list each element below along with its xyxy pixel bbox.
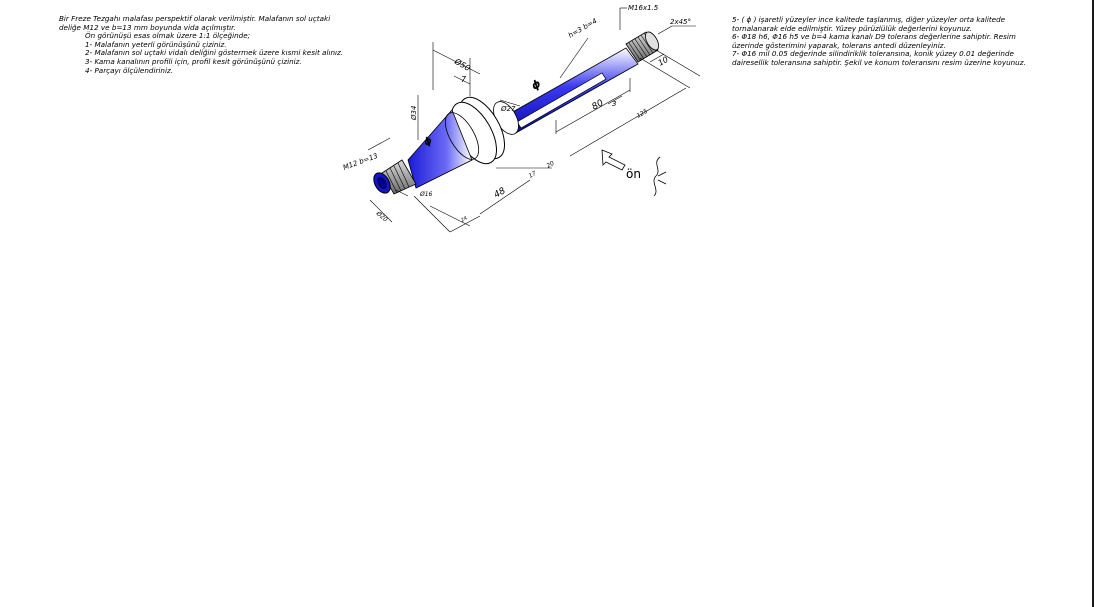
page-border <box>1092 0 1094 607</box>
note-7-line-2: dairesellik toleransına sahiptir. Şekil … <box>732 57 1026 67</box>
dim-d27: Ø27 <box>500 105 516 113</box>
intro-line-1: Bir Freze Tezgahı malafası perspektif ol… <box>59 14 331 23</box>
task-item-2: 2- Malafanın sol uçtaki vidalı deliğini … <box>85 48 344 58</box>
view-direction-arrow <box>601 149 626 171</box>
task-instructions: Bir Freze Tezgahı malafası perspektif ol… <box>59 14 344 75</box>
left-bore-inner <box>377 177 387 189</box>
dim-fortyeight: 48 <box>493 186 508 201</box>
right-end-face <box>644 31 660 51</box>
arbor-perspective-drawing: M16x1.5 2x45° h=3 b=4 Ø50 Ø27 7 Ø34 10 3… <box>342 4 701 233</box>
dim-ten: 10 <box>657 55 670 68</box>
dim-d34: Ø34 <box>410 106 418 121</box>
view-label: ön <box>626 167 641 181</box>
dim-seven: 7 <box>461 75 467 84</box>
dim-d50: Ø50 <box>452 56 472 73</box>
note-5-line-1: 5- ( ɸ ) işaretli yüzeyler ince kalitede… <box>732 15 1006 24</box>
dim-eighty: 80 <box>591 98 606 113</box>
dim-total: 125 <box>636 108 650 120</box>
viewer-eye-icon <box>653 156 661 197</box>
task-item-1: 1- Malafanın yeterli görünüşünü çiziniz. <box>85 39 227 49</box>
viewer-eye-mark <box>657 171 667 185</box>
task-header: Ön görünüşü esas olmak üzere 1:1 ölçeğin… <box>85 31 251 41</box>
dim-seventeen: 17 <box>528 170 538 180</box>
note-6-line-2: üzerinde gösterimini yaparak, tolerans a… <box>732 40 946 50</box>
dim-chamfer: 2x45° <box>670 18 691 26</box>
tolerance-notes: 5- ( ɸ ) işaretli yüzeyler ince kalitede… <box>732 15 1026 68</box>
dim-thread-right: M16x1.5 <box>628 4 659 12</box>
dim-twenty: 20 <box>546 160 556 170</box>
dim-d20: Ø20 <box>374 210 389 224</box>
note-5-line-2: tornalanarak elde edilmiştir. Yüzey pürü… <box>732 23 973 33</box>
note-7-line-1: 7- Φ16 mil 0.05 değerinde silindiriklik … <box>732 49 1014 59</box>
cone-base <box>444 112 480 160</box>
shaft-body <box>373 31 660 195</box>
dim-keyway: h=3 b=4 <box>567 17 598 40</box>
intro-line-2: deliğe M12 ve b=13 mm boyunda vida açılm… <box>59 22 236 32</box>
dim-twentyfour: 24 <box>460 215 469 223</box>
dim-thread-left: M12 b=13 <box>342 152 379 172</box>
dimension-lines <box>367 7 701 233</box>
task-item-3: 3- Kama kanalının profili için, profil k… <box>85 56 302 66</box>
grind-mark-shaft: ɸ <box>529 77 543 93</box>
note-6-line-1: 6- Φ18 h6, Φ16 h5 ve b=4 kama kanalı D9 … <box>732 32 1016 42</box>
dim-d16: Ø16 <box>419 191 433 198</box>
keyway-slot <box>516 72 607 129</box>
left-thread-lines <box>385 162 410 194</box>
dim-three: 3 <box>612 100 616 108</box>
task-item-4: 4- Parçayı ölçülendiriniz. <box>85 65 174 75</box>
